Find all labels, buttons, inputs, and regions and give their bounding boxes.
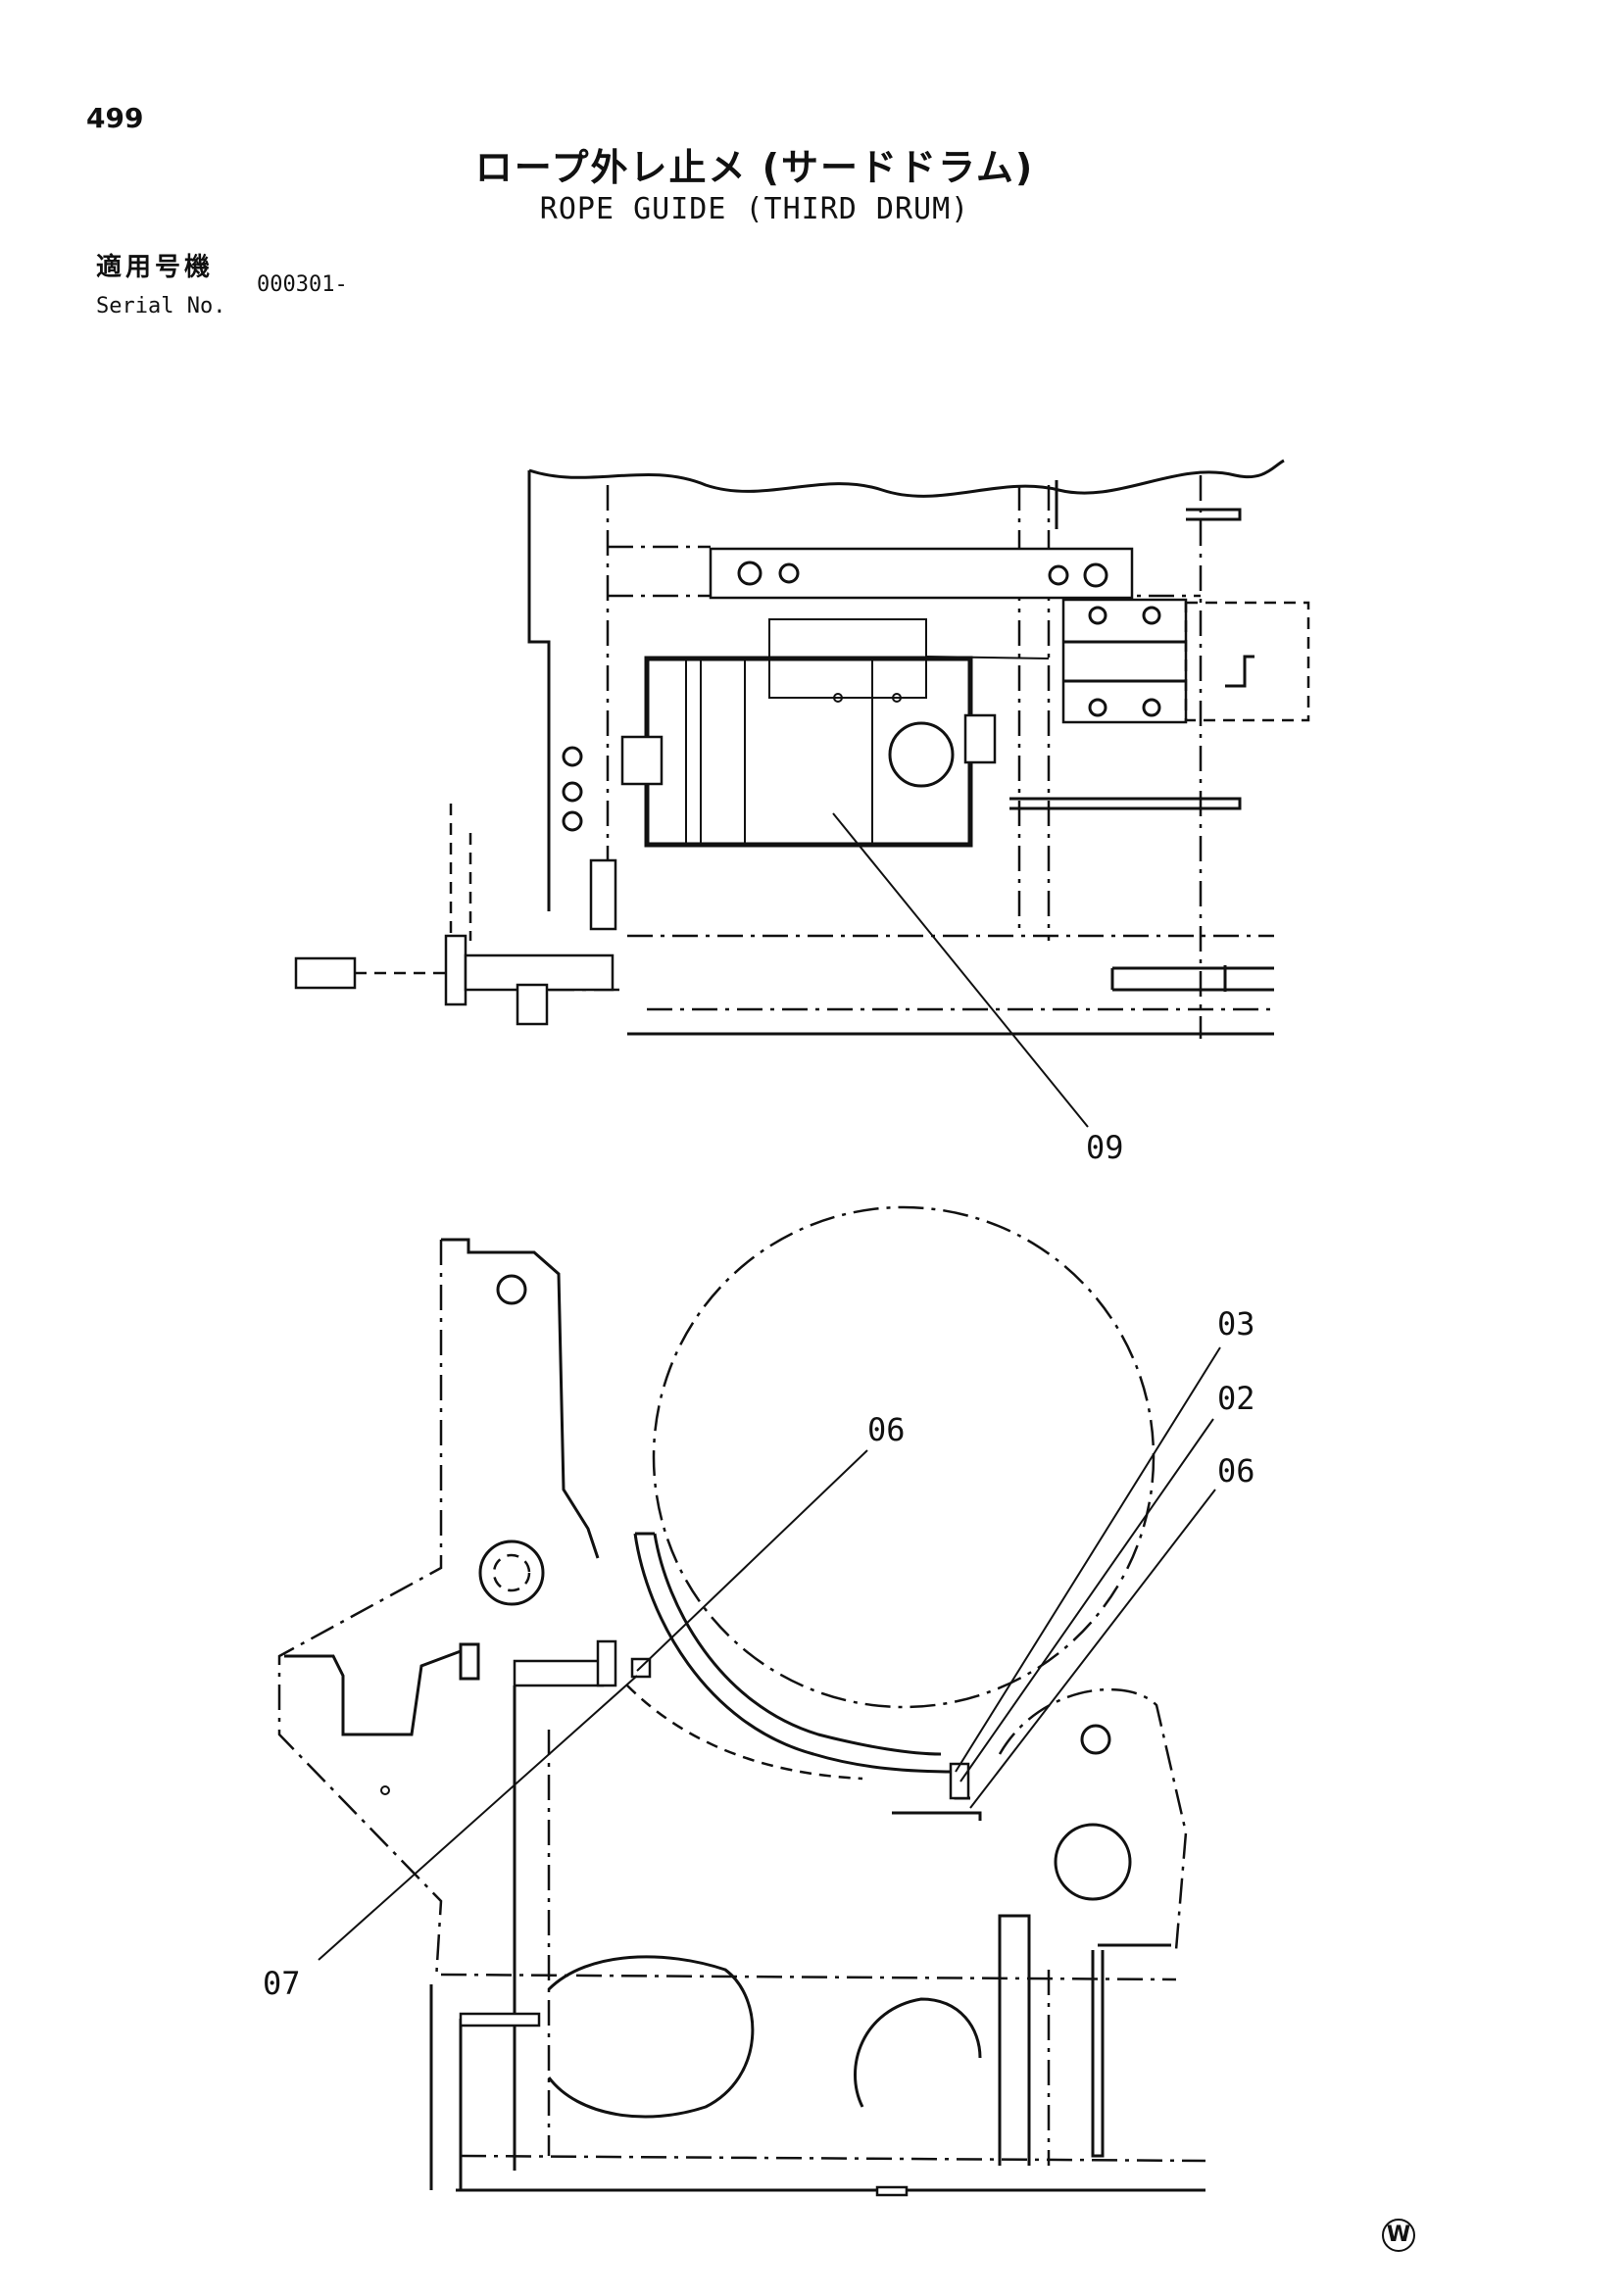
right-lug-boss bbox=[1054, 1823, 1132, 1901]
leader-line-02 bbox=[959, 1418, 1214, 1783]
right-pin bbox=[1110, 965, 1274, 992]
mechanism-hole bbox=[1088, 698, 1107, 717]
leader-line-06-left bbox=[636, 1449, 868, 1672]
mechanism-hole bbox=[1142, 606, 1161, 625]
guide-mount-plate bbox=[596, 1639, 617, 1687]
shaft-bracket bbox=[516, 983, 549, 1026]
rope-guide-dashed bbox=[626, 1685, 863, 1781]
serial-label-english: Serial No. bbox=[96, 294, 226, 318]
guide-end-foot bbox=[892, 1811, 982, 1821]
shaft-end bbox=[294, 956, 357, 990]
mechanism-hole bbox=[1088, 606, 1107, 625]
box-small-hole bbox=[833, 693, 843, 703]
page-title-japanese: ロープ外レ止メ (サードドラム) bbox=[474, 146, 1035, 189]
top-view-drawing bbox=[294, 459, 1310, 1128]
serial-number-value: 000301- bbox=[257, 272, 348, 297]
shaft-collar bbox=[444, 934, 467, 1006]
callout-06-left: 06 bbox=[867, 1411, 906, 1448]
frame-hole bbox=[562, 781, 583, 803]
break-line bbox=[528, 459, 1285, 498]
bracket-hole bbox=[1048, 564, 1069, 586]
callout-07: 07 bbox=[263, 1965, 301, 2002]
rope-guide-curve-outer bbox=[633, 1533, 970, 1800]
lower-vertical-rod bbox=[998, 1914, 1031, 2166]
publisher-mark: W bbox=[1382, 2219, 1415, 2252]
leader-line-09 bbox=[832, 812, 1089, 1128]
guide-end-plate bbox=[949, 1762, 970, 1800]
lower-left-pin bbox=[459, 2012, 541, 2027]
frame-notch bbox=[284, 1649, 462, 1736]
right-dashed-box bbox=[1184, 601, 1310, 722]
right-pin-top bbox=[1186, 508, 1242, 521]
callout-03: 03 bbox=[1217, 1305, 1255, 1343]
bracket-hole bbox=[737, 561, 762, 586]
side-view-drawing bbox=[277, 1205, 1221, 2197]
rope-guide-box bbox=[644, 656, 973, 848]
bracket-hole bbox=[1083, 562, 1108, 588]
lower-oval-opening bbox=[547, 1955, 755, 2119]
lower-right-opening bbox=[854, 1997, 982, 2108]
small-plate bbox=[589, 858, 617, 931]
mechanism-hole bbox=[1142, 698, 1161, 717]
frame-outline-left bbox=[277, 1240, 443, 1980]
frame-small-hole bbox=[380, 1785, 390, 1795]
leader-line-03 bbox=[955, 1346, 1221, 1773]
page-number: 499 bbox=[86, 102, 144, 134]
page-title-english: ROPE GUIDE (THIRD DRUM) bbox=[539, 192, 970, 226]
rope-guide-curve-inner bbox=[653, 1533, 942, 1756]
frame-boss bbox=[478, 1539, 545, 1606]
frame-hole bbox=[562, 810, 583, 832]
callout-02: 02 bbox=[1217, 1380, 1255, 1417]
drum-outline bbox=[652, 1205, 1156, 1709]
box-small-hole bbox=[892, 693, 902, 703]
frame-hole bbox=[562, 746, 583, 767]
callout-06-right: 06 bbox=[1217, 1452, 1255, 1490]
mechanism-lines bbox=[1063, 640, 1186, 683]
frame-outline-top bbox=[441, 1238, 600, 1559]
left-frame-edge bbox=[527, 470, 551, 911]
left-hinge-block bbox=[620, 735, 664, 786]
callout-09: 09 bbox=[1086, 1129, 1124, 1166]
right-mechanism-block bbox=[1061, 598, 1188, 724]
guide-mount-bracket bbox=[513, 1659, 605, 1687]
bottom-tab bbox=[875, 2185, 909, 2197]
right-frame-lug bbox=[998, 1687, 1188, 1951]
frame-hole-top bbox=[496, 1274, 527, 1305]
box-inner-lines bbox=[685, 659, 873, 845]
bracket-hole bbox=[778, 562, 800, 584]
right-lug-hole bbox=[1080, 1724, 1111, 1755]
right-pin-bottom bbox=[1009, 797, 1242, 810]
box-large-hole bbox=[888, 721, 955, 788]
lower-horizontal-line bbox=[440, 1973, 1177, 1981]
lower-left-frame bbox=[429, 1984, 463, 2190]
vertical-support-lines bbox=[449, 804, 472, 941]
leader-line-07 bbox=[318, 1675, 638, 1961]
hook-fitting bbox=[1225, 655, 1254, 688]
bottom-centerline bbox=[460, 2154, 1206, 2163]
top-bracket bbox=[709, 547, 1134, 600]
serial-label-japanese: 適用号機 bbox=[96, 253, 215, 282]
frame-slot bbox=[459, 1642, 480, 1681]
lower-right-rod bbox=[1091, 1950, 1105, 2158]
frame-boss-inner bbox=[492, 1553, 531, 1592]
right-hinge-block bbox=[963, 713, 997, 764]
leader-line-06-right bbox=[969, 1489, 1216, 1809]
